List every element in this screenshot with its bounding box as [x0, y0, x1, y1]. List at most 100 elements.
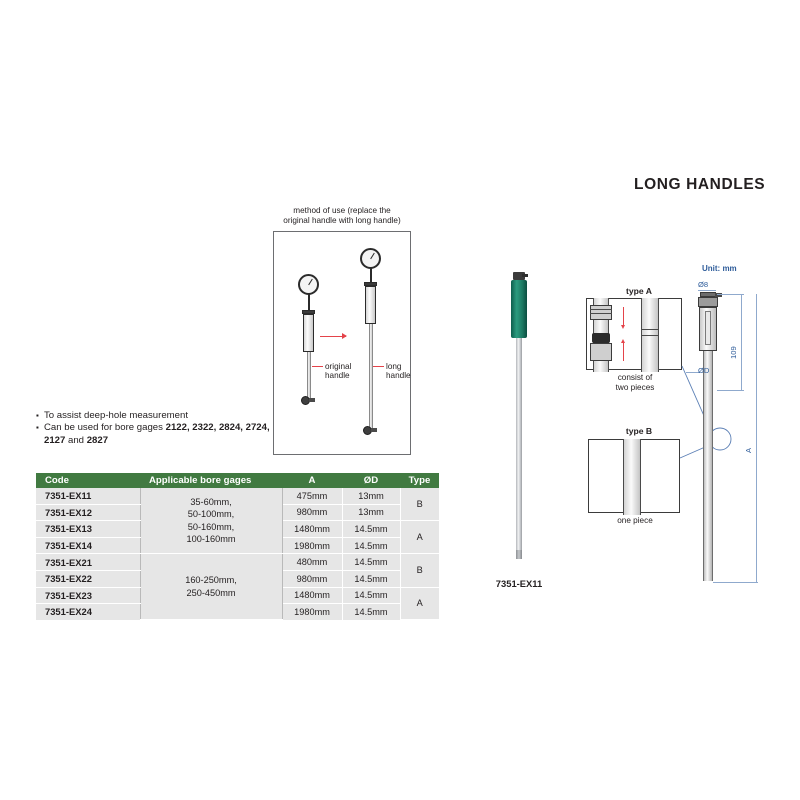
dim-A-label: A	[744, 447, 753, 453]
cell-diameter-d: 13mm	[342, 504, 401, 522]
cell-code: 7351-EX12	[36, 504, 141, 522]
cell-a: 480mm	[282, 553, 343, 571]
product-shaft	[516, 338, 522, 552]
cell-a: 1980mm	[282, 537, 343, 555]
table-row: 7351-EX23 1480mm 14.5mm A	[36, 587, 439, 621]
table-row: 7351-EX24 1980mm 14.5mm	[36, 603, 439, 620]
cell-diameter-d: 14.5mm	[342, 603, 401, 620]
dim-diameter8-line	[698, 290, 716, 291]
cell-type: B	[400, 488, 439, 522]
feature-text-2: Can be used for bore gages 2122, 2322, 2…	[44, 422, 286, 447]
type-a-detail-box	[586, 298, 682, 372]
long-handle-body	[365, 285, 376, 324]
unit-label: Unit: mm	[702, 264, 737, 273]
feature-bore-gage-codes: 2122, 2322, 2824, 2724, 2127	[44, 422, 270, 446]
bore-line: 100-160mm	[186, 534, 236, 545]
elevation-shaft	[703, 351, 713, 581]
cell-diameter-d: 13mm	[342, 488, 401, 505]
callout-original-line-2: handle	[325, 371, 350, 381]
dial-stem	[369, 267, 372, 282]
cell-diameter-d: 14.5mm	[342, 553, 401, 571]
separate-arrow-down-icon	[620, 307, 626, 329]
callout-leader-line	[373, 365, 384, 367]
long-handle-rod	[368, 323, 373, 428]
product-green-grip	[511, 280, 527, 338]
type-a-caption-line-2: two pieces	[615, 382, 655, 392]
type-a-lower-thread	[592, 333, 610, 343]
type-a-caption-line-1: consist of	[617, 373, 653, 382]
cell-code: 7351-EX24	[36, 603, 141, 620]
table-row: 7351-EX12 980mm 13mm	[36, 504, 439, 522]
cell-diameter-d: 14.5mm	[342, 520, 401, 538]
dial-gauge-icon	[360, 247, 381, 269]
callout-original-handle: original handle	[312, 362, 351, 381]
list-item: ▪ To assist deep-hole measurement	[36, 410, 286, 422]
callout-long-line-1: long	[386, 361, 402, 371]
dial-stem	[307, 293, 310, 310]
product-code-label: 7351-EX11	[495, 578, 543, 589]
product-top-cap	[513, 272, 528, 280]
cell-a: 980mm	[282, 504, 343, 522]
type-a-title: type A	[626, 286, 652, 296]
separate-arrow-up-icon	[620, 339, 626, 361]
bore-line: 250-450mm	[186, 587, 236, 598]
tube-step-line	[641, 329, 659, 331]
callout-original-line-1: original	[325, 361, 352, 371]
table-row: 7351-EX22 980mm 14.5mm	[36, 570, 439, 588]
dim-A-line	[756, 294, 757, 583]
type-a-lower-coupling	[590, 343, 612, 361]
cell-a: 1980mm	[282, 603, 343, 620]
bullet-icon: ▪	[36, 423, 39, 433]
cell-diameter-d: 14.5mm	[342, 587, 401, 605]
cell-code: 7351-EX23	[36, 587, 141, 605]
bore-line: 160-250mm,	[185, 575, 237, 586]
bore-line: 50-100mm,	[187, 509, 235, 520]
method-of-use-caption: method of use (replace the original hand…	[268, 206, 416, 227]
col-header-diameter-d: ØD	[342, 473, 400, 488]
cell-code: 7351-EX14	[36, 537, 141, 555]
measuring-head-icon	[363, 425, 377, 435]
bore-line: 35-60mm,	[190, 496, 232, 507]
measuring-head-icon	[301, 395, 315, 405]
bore-line: 50-160mm,	[187, 521, 235, 532]
cell-a: 475mm	[282, 488, 343, 505]
cell-code: 7351-EX13	[36, 520, 141, 538]
feature-text-1: To assist deep-hole measurement	[44, 410, 188, 421]
dial-gauge-icon	[298, 273, 319, 295]
method-of-use-panel: method of use (replace the original hand…	[268, 206, 416, 455]
specification-table: Code Applicable bore gages A ØD Type 735…	[36, 473, 439, 621]
original-handle-rod	[306, 351, 311, 398]
feature-bore-gage-code-last: 2827	[86, 434, 109, 446]
original-handle-body	[303, 313, 314, 352]
cell-a: 980mm	[282, 570, 343, 588]
type-a-caption: consist of two pieces	[590, 373, 680, 392]
table-row: 7351-EX14 1980mm 14.5mm	[36, 537, 439, 555]
type-b-caption: one piece	[617, 516, 653, 525]
type-b-tube	[623, 439, 641, 515]
col-header-bore-gages: Applicable bore gages	[140, 473, 282, 488]
callout-leader-line	[312, 365, 323, 367]
measuring-head-tip	[371, 428, 377, 433]
replace-arrow-icon	[320, 332, 347, 341]
feature-text-2-lead: Can be used for bore gages	[44, 422, 166, 434]
page-title: LONG HANDLES	[634, 176, 766, 193]
table-row: 7351-EX21 160-250mm, 250-450mm 480mm 14.…	[36, 553, 439, 621]
cell-bore-gages: 160-250mm, 250-450mm	[140, 553, 283, 621]
dim-diameterD-leader	[686, 372, 700, 373]
product-photo	[506, 272, 532, 560]
callout-long-line-2: handle	[386, 371, 411, 381]
coupling-thread-line	[590, 309, 612, 310]
method-of-use-diagram: original handle long handle	[273, 230, 411, 455]
feature-text-2-conj: and	[65, 434, 87, 446]
cell-a: 1480mm	[282, 520, 343, 538]
cell-type: B	[400, 553, 439, 588]
dim-109-line	[741, 294, 742, 390]
dim-diameter8-label: Ø8	[698, 280, 709, 289]
cell-diameter-d: 14.5mm	[342, 570, 401, 588]
dim-A-ext-bottom	[713, 582, 758, 583]
cell-code: 7351-EX11	[36, 488, 141, 505]
cell-type: A	[400, 587, 439, 621]
elevation-collar	[698, 297, 718, 307]
cell-code: 7351-EX22	[36, 570, 141, 588]
type-b-title: type B	[625, 426, 653, 436]
